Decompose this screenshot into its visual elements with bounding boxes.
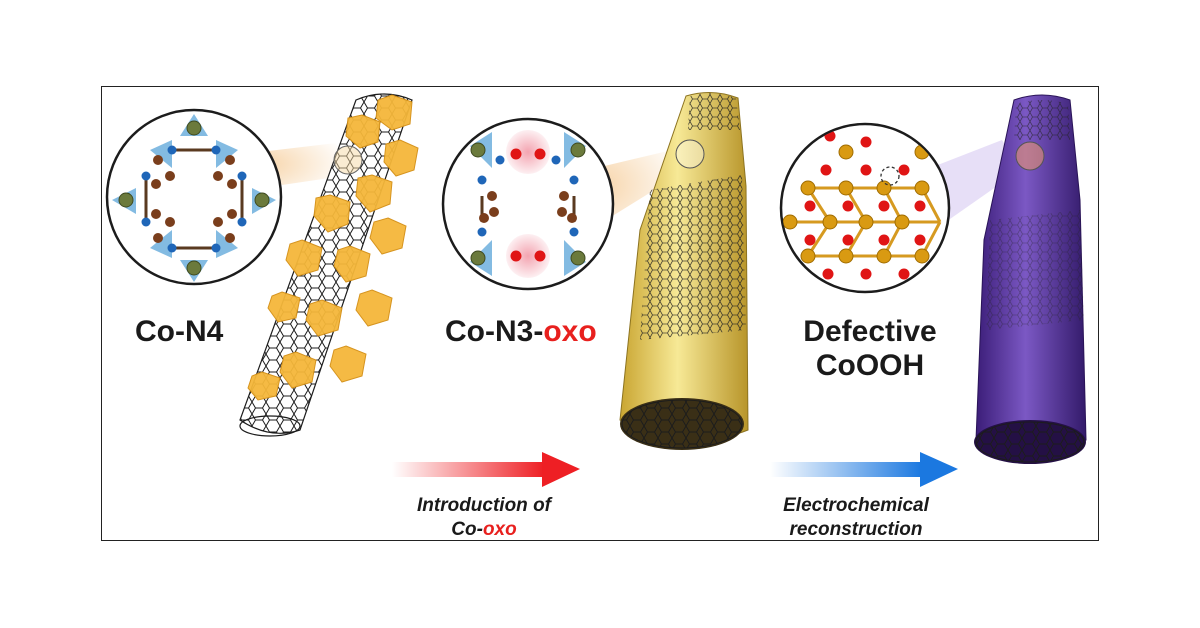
label-co-n4: Co-N4 — [135, 315, 223, 349]
zoom-cone — [260, 143, 350, 185]
defective-cooh-nanotube — [930, 94, 1087, 464]
label-co-n4-text: Co-N4 — [135, 315, 224, 348]
caption-reconstruction-line1: Electrochemical — [783, 495, 929, 516]
co-n4-structure-inset — [105, 108, 283, 286]
label-defective-cooh: Defective CoOOH — [795, 315, 945, 383]
figure-frame — [101, 86, 1099, 541]
label-defective-line1: Defective — [803, 315, 937, 348]
arrow-introduction — [392, 452, 580, 487]
caption-co-prefix: Co- — [451, 519, 483, 540]
label-co-n3-prefix: Co-N3- — [445, 315, 544, 348]
caption-oxo-highlight: oxo — [482, 519, 517, 540]
caption-reconstruction-line2: reconstruction — [789, 519, 923, 540]
label-co-n3-oxo: Co-N3-oxo — [445, 315, 597, 349]
gold-polyhedra — [247, 94, 419, 401]
co-n3-oxo-nanotube — [596, 92, 749, 450]
caption-reconstruction: Electrochemical reconstruction — [756, 494, 956, 542]
caption-introduction: Introduction of Co-oxo — [384, 494, 584, 542]
co-n3-oxo-structure-inset — [441, 117, 615, 291]
arrow-reconstruction — [770, 452, 958, 487]
caption-introduction-line1: Introduction of — [416, 495, 552, 516]
caption-introduction-line2: Co-oxo — [384, 518, 584, 542]
label-oxo-highlight: oxo — [543, 315, 597, 348]
co-n4-nanotube — [239, 93, 419, 437]
zoom-cone — [930, 140, 1020, 226]
defective-cooh-structure-inset — [779, 122, 951, 294]
vacancy-marker — [880, 166, 900, 186]
label-defective-line2: CoOOH — [815, 349, 925, 382]
